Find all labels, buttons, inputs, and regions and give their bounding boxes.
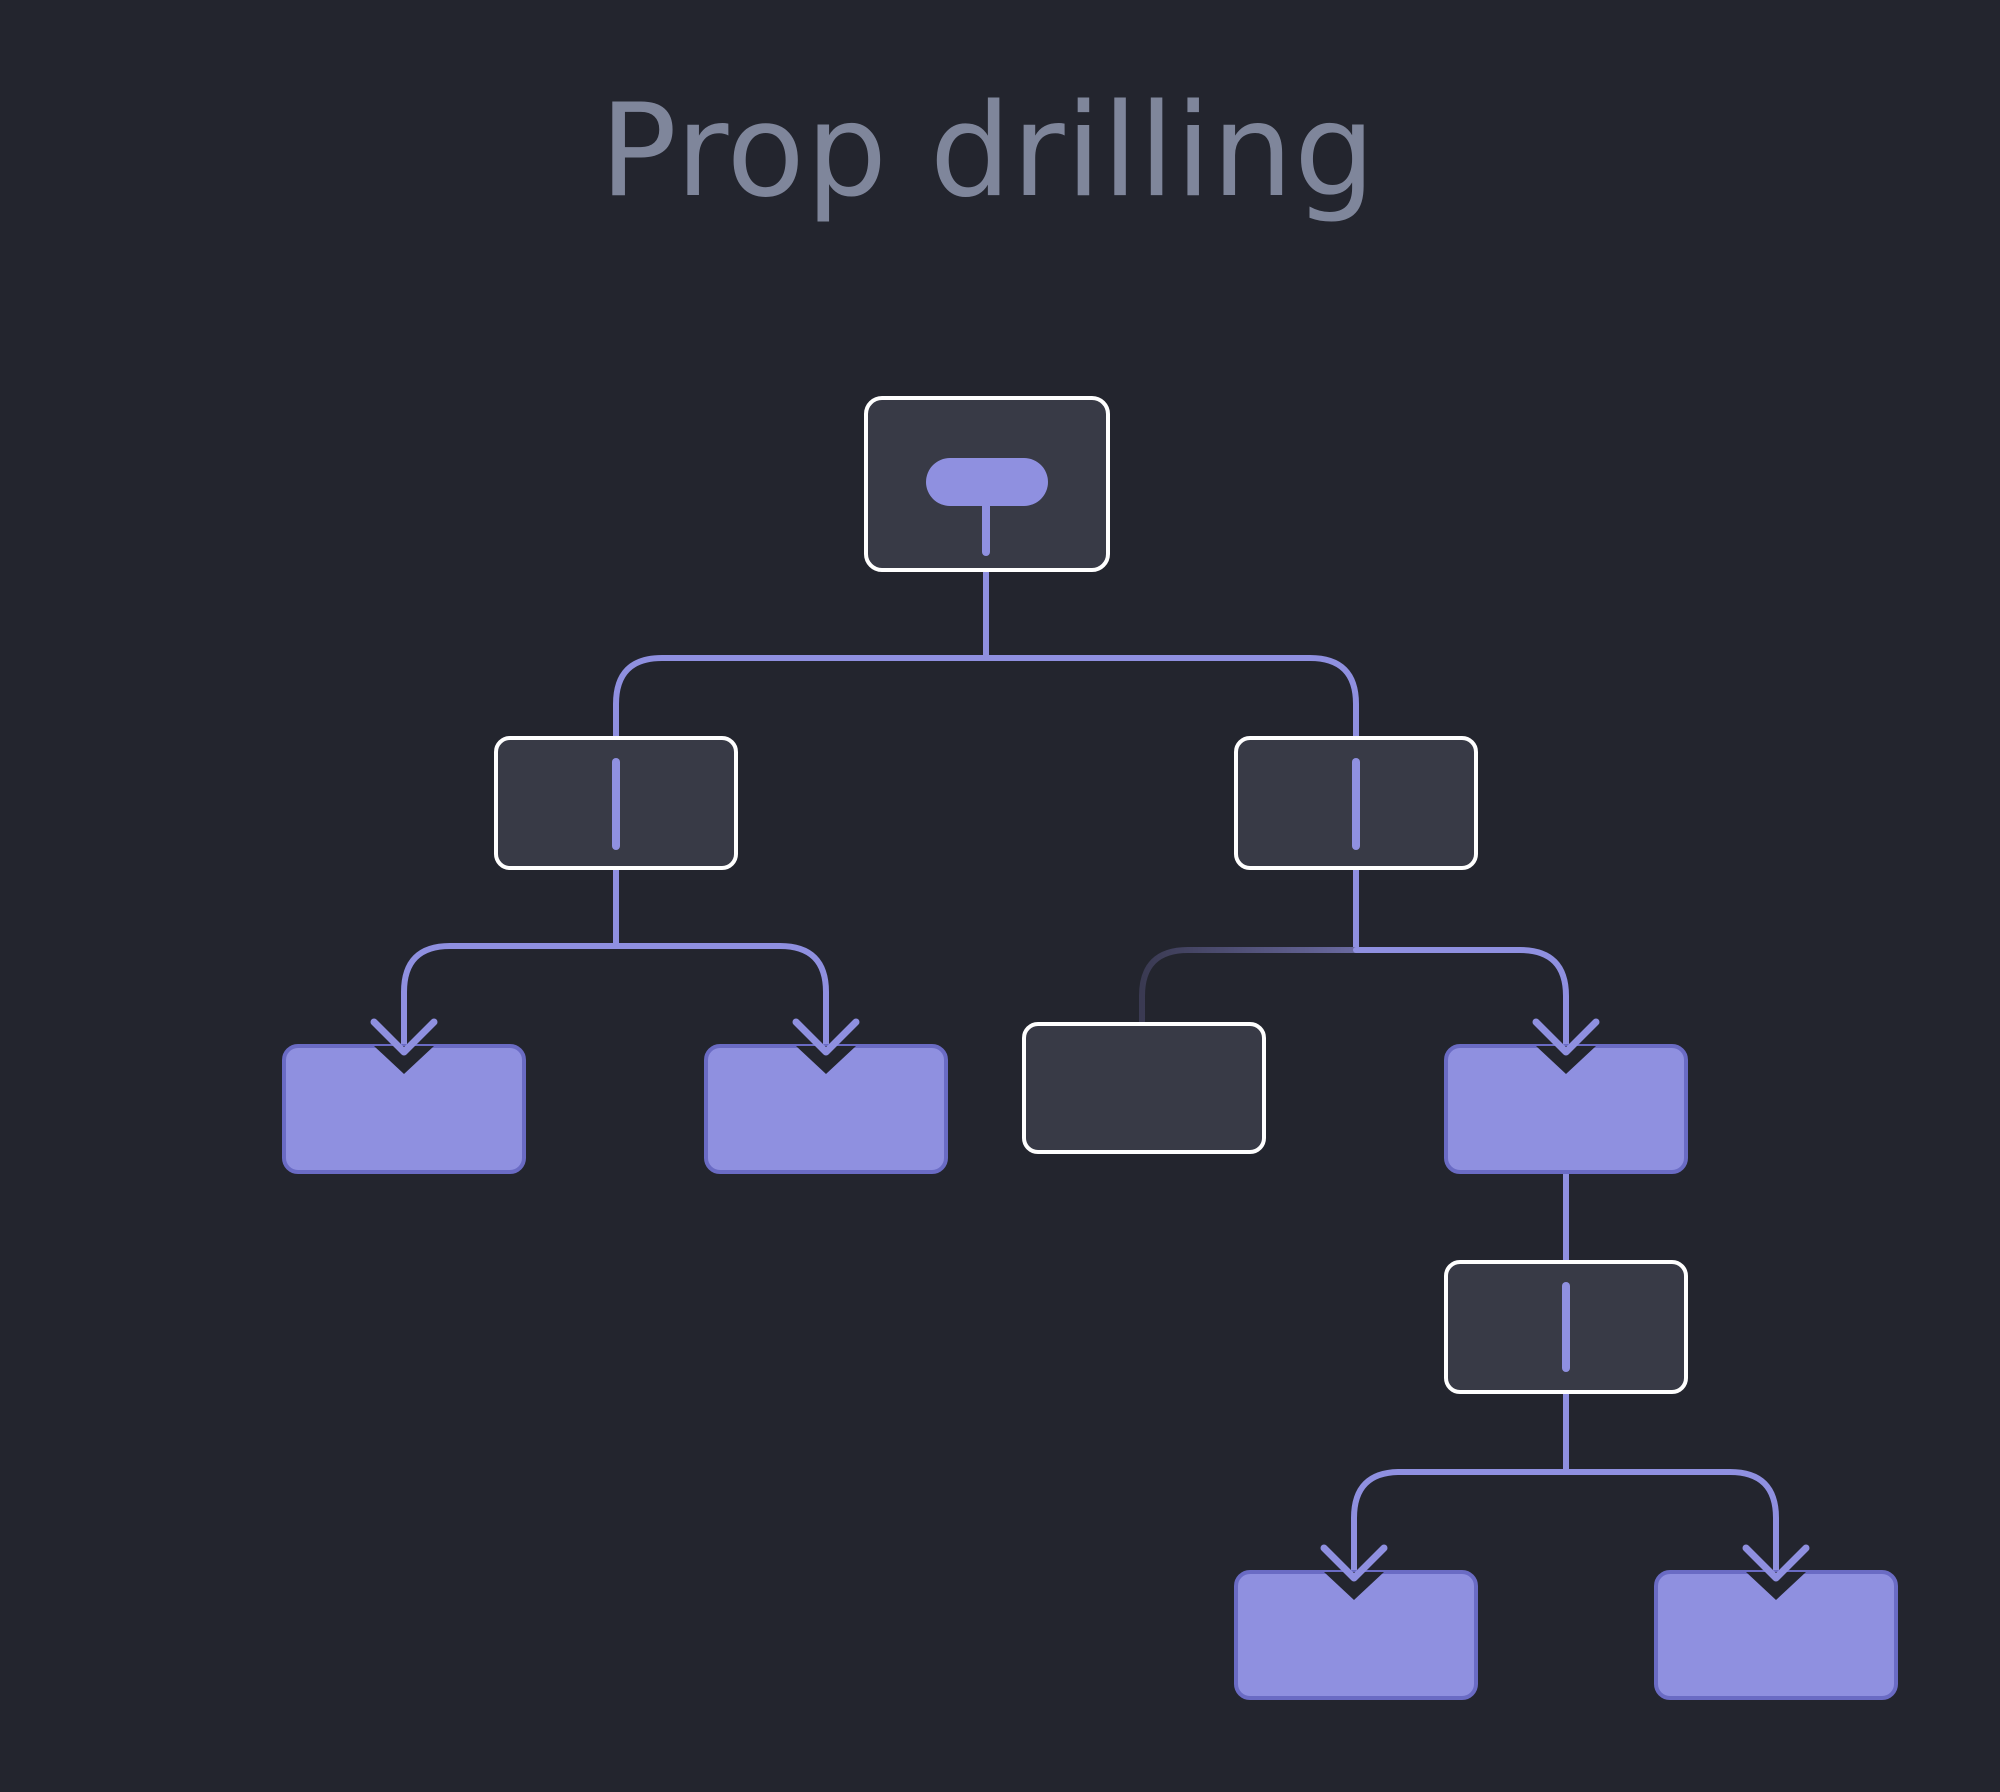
edge-root-to-right-parent — [983, 655, 1359, 741]
edge-right-parent-to-right-child-1 — [1139, 947, 1359, 1025]
arrow-down-icon — [374, 1046, 434, 1074]
state-pill-icon — [926, 458, 1048, 506]
arrow-down-icon — [1746, 1572, 1806, 1600]
diagram-title: Prop drilling — [599, 77, 1377, 226]
node-right-child-1 — [1022, 1022, 1266, 1154]
node-left-parent — [494, 736, 738, 870]
node-deep-child-1 — [1234, 1544, 1478, 1700]
node-left-child-1 — [282, 1018, 526, 1174]
arrow-down-icon — [1536, 1046, 1596, 1074]
node-root — [864, 396, 1110, 572]
edge-deep-parent-to-deep-child-2 — [1563, 1469, 1779, 1579]
arrow-down-icon — [796, 1046, 856, 1074]
node-deep-parent — [1444, 1260, 1688, 1394]
node-deep-child-2 — [1654, 1544, 1898, 1700]
node-right-parent — [1234, 736, 1478, 870]
edge-left-parent-to-left-child-2 — [613, 943, 829, 1053]
node-left-child-2 — [704, 1018, 948, 1174]
edge-deep-parent-to-deep-child-1 — [1351, 1469, 1569, 1579]
tree-edges — [401, 537, 1779, 1579]
edge-right-parent-to-right-child-2 — [1353, 947, 1569, 1053]
edge-root-to-left-parent — [613, 655, 989, 741]
arrow-down-icon — [1324, 1572, 1384, 1600]
edge-left-parent-to-left-child-1 — [401, 943, 619, 1053]
node-right-child-2 — [1444, 1018, 1688, 1174]
